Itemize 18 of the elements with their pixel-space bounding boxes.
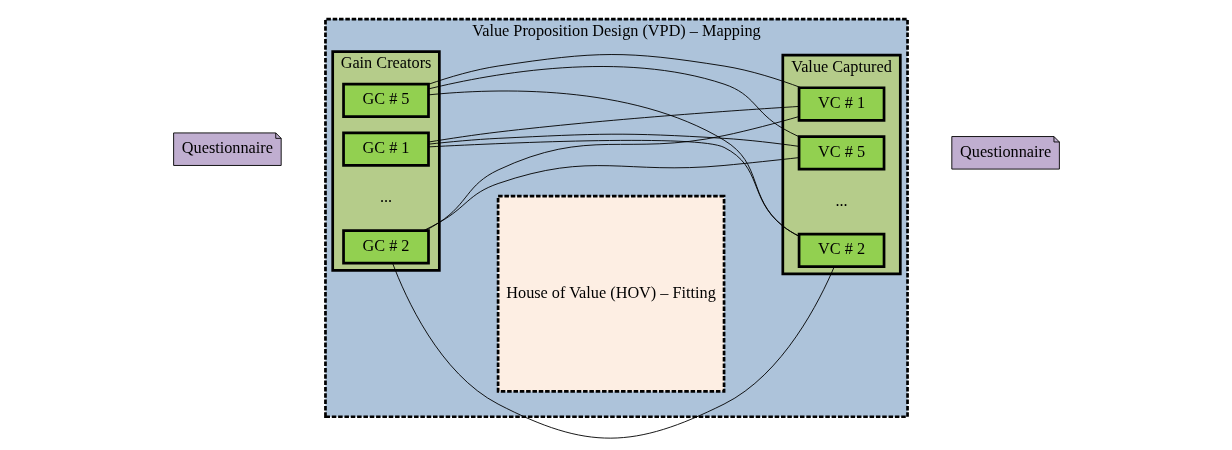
connector [427,90,799,237]
node-box: GC # 5 [341,82,430,118]
node-box: VC # 5 [797,135,885,171]
connector [427,106,799,143]
node-box: GC # 2 [341,229,430,265]
label: ... [379,187,392,206]
node-box: GC # 1 [341,131,430,167]
node-box: VC # 2 [797,232,885,269]
label: ... [834,191,848,210]
node-box: House of Value (HOV) – Fitting [496,194,725,393]
connector [427,54,802,89]
connector [427,133,799,147]
connector [423,157,799,231]
connector [427,139,799,237]
connector [427,66,799,138]
connector [424,116,799,231]
node-box: VC # 1 [797,86,885,122]
connector [391,262,835,439]
